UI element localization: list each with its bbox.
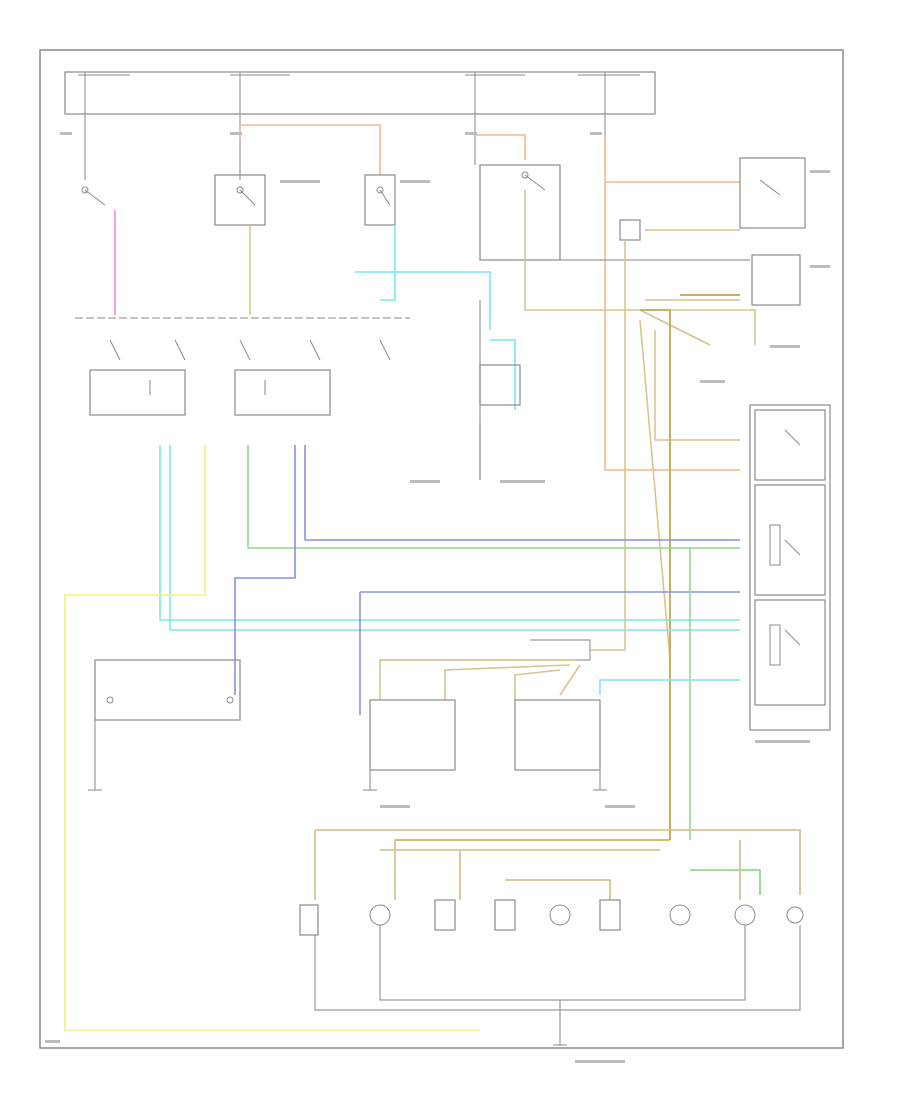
bottom-harness: [314, 829, 801, 900]
dimmer-module: [369, 639, 601, 771]
colored-wires-mid: [64, 445, 740, 1031]
cyan-wires-top: [355, 225, 516, 410]
top-switches: [81, 157, 806, 306]
gray-trunks: [479, 259, 750, 480]
left-lamp-module: [88, 659, 241, 791]
diagram-frame: [39, 49, 844, 1049]
fuse-outputs: [84, 114, 606, 180]
drl-module: [749, 404, 831, 731]
olive-trunks: [640, 294, 740, 840]
label-ticks: [45, 132, 830, 1063]
tan-trunks: [524, 190, 756, 661]
ground-loop: [314, 925, 801, 1046]
bottom-lamps: [299, 899, 804, 936]
headlamp-switch: [75, 317, 410, 416]
fuse-block: [64, 71, 656, 115]
center-grounds: [363, 770, 607, 791]
